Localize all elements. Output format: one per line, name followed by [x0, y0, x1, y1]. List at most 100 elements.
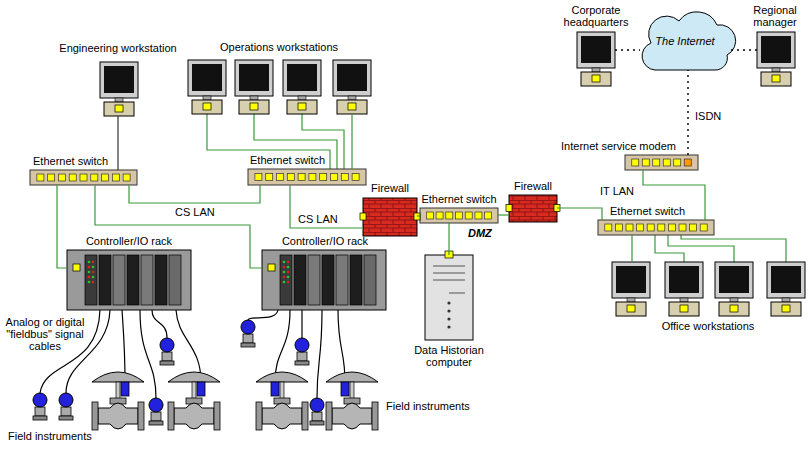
status-led: [92, 281, 95, 284]
network-node: Engineering workstation: [100, 62, 138, 116]
status-led: [283, 271, 286, 274]
node-label: Corporate headquarters: [558, 4, 634, 28]
status-led: [92, 271, 95, 274]
control-valve: [256, 372, 308, 430]
field-transmitter: [33, 393, 47, 420]
network-link: [687, 70, 688, 155]
network-port: [250, 103, 258, 110]
network-link: [631, 235, 632, 262]
network-link: [351, 114, 352, 169]
pipe-flange: [302, 402, 308, 430]
monitor-frame: [577, 32, 615, 68]
button-dot: [447, 325, 450, 328]
computer-base: [337, 100, 367, 114]
network-node: Operations workstations: [188, 60, 371, 114]
transmitter-head: [295, 338, 309, 352]
monitor-screen: [239, 64, 269, 91]
pipe-flange: [256, 402, 262, 430]
switch-body: [248, 169, 366, 185]
pipe-flange: [92, 402, 98, 430]
monitor-neck: [298, 96, 306, 100]
workstation-monitor: [100, 62, 138, 116]
transmitter-head: [160, 338, 174, 352]
internet-cloud: [642, 12, 736, 70]
network-node: Ethernet switch: [248, 169, 366, 185]
status-led: [283, 281, 286, 284]
signal-cable: [152, 310, 167, 338]
monitor-screen: [581, 36, 611, 63]
controller-rack: [67, 250, 191, 310]
switch-port: [426, 212, 433, 219]
switch-port: [658, 224, 665, 231]
monitor-frame: [235, 60, 273, 96]
io-module: [113, 255, 125, 305]
network-node: Controller/IO rack: [67, 250, 191, 310]
status-led: [287, 281, 290, 284]
switch-port: [668, 224, 675, 231]
switch-port: [626, 224, 633, 231]
monitor-neck: [627, 298, 635, 302]
server-tower: [425, 251, 473, 340]
monitor-frame: [188, 60, 226, 96]
io-module: [322, 255, 334, 305]
io-module: [127, 255, 139, 305]
signal-cable: [176, 310, 201, 382]
monitor-neck: [592, 68, 600, 72]
transmitter-body: [243, 334, 253, 343]
computer-base: [104, 102, 134, 116]
network-port: [782, 305, 790, 312]
status-led: [283, 266, 286, 269]
switch-port: [615, 224, 622, 231]
signal-cable: [338, 310, 345, 382]
node-label: Engineering workstation: [59, 42, 176, 54]
button-dot: [447, 301, 450, 304]
network-node: Data Historian computer: [425, 255, 473, 340]
valve-stem: [350, 382, 354, 400]
monitor-frame: [715, 262, 753, 298]
status-led: [287, 266, 290, 269]
network-node: The Internet: [638, 12, 733, 72]
switch-port: [684, 159, 691, 166]
network-link: [498, 214, 509, 215]
link-label: CS LAN: [297, 213, 339, 225]
monitor-frame: [665, 262, 703, 298]
io-module: [155, 255, 167, 305]
switch-port: [663, 159, 670, 166]
process-flange: [310, 421, 324, 425]
status-led: [92, 276, 95, 279]
node-label: Operations workstations: [220, 41, 338, 53]
network-port: [592, 75, 600, 82]
network-link: [557, 208, 602, 220]
network-node: Regional manager: [757, 32, 795, 86]
switch-port: [277, 174, 284, 181]
switch-port: [475, 212, 482, 219]
pipe-flange: [168, 402, 174, 430]
field-transmitter: [295, 338, 309, 365]
switch-port: [48, 174, 55, 181]
field-transmitter: [310, 398, 324, 425]
transmitter-head: [33, 393, 47, 407]
network-port: [360, 213, 366, 220]
network-link: [117, 116, 118, 170]
switch-port: [465, 212, 472, 219]
valve-actuator: [256, 372, 308, 382]
network-link: [129, 185, 260, 203]
transmitter-body: [35, 407, 45, 416]
switch-port: [287, 174, 294, 181]
drive-slot: [433, 273, 465, 274]
monitor-frame: [767, 262, 805, 298]
monitor-neck: [772, 68, 780, 72]
workstation-monitor: [283, 60, 321, 114]
monitor-screen: [616, 266, 646, 293]
node-label: Ethernet switch: [610, 205, 685, 217]
io-module: [308, 255, 320, 305]
tower-case: [425, 255, 473, 340]
valve-body: [174, 403, 214, 429]
network-port: [730, 305, 738, 312]
monitor-screen: [719, 266, 749, 293]
switch-port: [653, 159, 660, 166]
network-node: Internet service modem: [625, 155, 698, 170]
network-port: [203, 103, 211, 110]
valve-stem: [116, 382, 120, 400]
